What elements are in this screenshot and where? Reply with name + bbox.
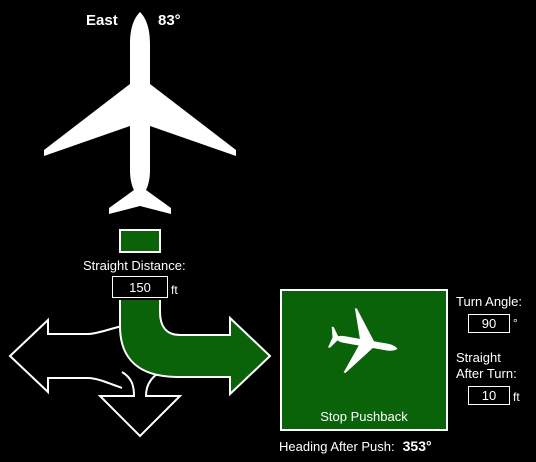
airplane-icon <box>328 308 398 373</box>
stop-plane-overlay <box>328 308 398 373</box>
right-turn-arrow-icon[interactable] <box>119 297 272 397</box>
stop-pushback-button[interactable]: Stop Pushback <box>280 289 448 431</box>
straight-distance-label: Straight Distance: <box>83 258 186 273</box>
straight-after-label-line1: Straight <box>456 350 501 365</box>
straight-after-input[interactable] <box>468 386 510 405</box>
straight-distance-input[interactable] <box>112 276 168 298</box>
straight-distance-unit: ft <box>171 283 178 297</box>
turn-angle-label: Turn Angle: <box>456 294 523 309</box>
heading-after-push: Heading After Push: 353° <box>279 438 432 454</box>
turn-angle-unit: ° <box>513 316 518 330</box>
turn-angle-input[interactable] <box>468 314 510 333</box>
stop-pushback-label: Stop Pushback <box>320 409 408 424</box>
straight-push-segment[interactable] <box>119 229 161 253</box>
heading-direction: East <box>86 12 118 29</box>
heading-degrees: 83° <box>158 12 181 29</box>
straight-after-label-line2: After Turn: <box>456 366 517 381</box>
heading-after-label: Heading After Push: <box>279 439 395 454</box>
straight-after-unit: ft <box>513 390 520 404</box>
down-arrow-icon[interactable] <box>97 371 183 438</box>
left-arrow-icon[interactable] <box>8 317 123 395</box>
airplane-icon <box>44 12 236 214</box>
heading-after-value: 353° <box>402 438 432 454</box>
